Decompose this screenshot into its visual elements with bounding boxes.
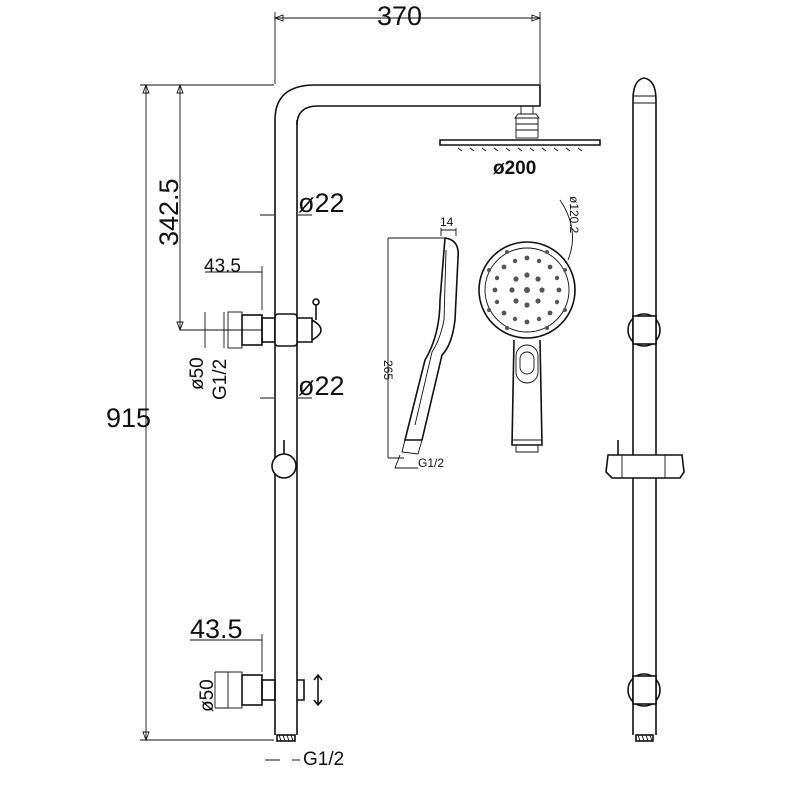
dim-overhead-dia: ø200	[493, 158, 536, 179]
dim-flange-dia-lower: ø50	[197, 679, 218, 712]
overhead-connector	[514, 105, 540, 139]
riser-assembly	[227, 84, 601, 742]
dim-handset-face-dia: ø120.2	[567, 196, 581, 234]
dim-total-height: 915	[106, 403, 151, 433]
nozzle-pattern	[487, 250, 567, 330]
dim-bracket-offset-lower: 43.5	[190, 614, 243, 644]
hand-shower-side-view	[387, 228, 460, 469]
slide-holder-knob	[271, 440, 297, 479]
bottom-thread	[276, 734, 296, 742]
dim-handset-width: 14	[440, 215, 454, 229]
dim-arm-length: 370	[377, 1, 422, 31]
rail-side-view	[605, 77, 685, 742]
lower-wall-bracket	[227, 671, 323, 709]
overhead-shower-head	[439, 139, 601, 152]
dim-flange-dia-upper: ø50	[187, 357, 208, 390]
riser-pipe	[274, 120, 298, 735]
dim-pipe-dia-lower: ø22	[298, 371, 345, 401]
dim-pipe-dia-upper: ø22	[298, 188, 345, 218]
dim-upper-height: 342.5	[154, 178, 184, 246]
upper-wall-bracket	[227, 298, 322, 349]
side-slide-holder	[605, 440, 685, 479]
dim-thread-bottom: G1/2	[303, 749, 344, 770]
dimension-lines	[140, 12, 542, 761]
hand-shower-front-view	[478, 199, 576, 453]
shower-arm	[274, 84, 541, 126]
dim-thread-upper: G1/2	[210, 359, 231, 400]
side-lower-bracket	[627, 673, 661, 707]
side-upper-bracket	[627, 313, 661, 347]
dim-handset-length: 265	[381, 360, 395, 380]
dim-bracket-offset-upper: 43.5	[204, 256, 241, 277]
dim-handset-thread: G1/2	[418, 456, 444, 470]
